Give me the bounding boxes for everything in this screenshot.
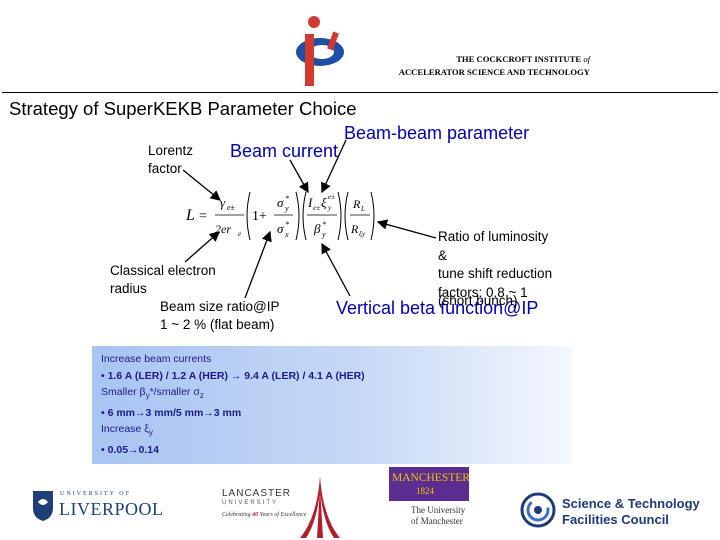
liverpool-logo: UNIVERSITY OF LIVERPOOL (32, 488, 163, 528)
lancaster-logo: LANCASTER UNIVERSITY Celebrating 40 Year… (222, 488, 307, 518)
summary-line-3: Smaller βy*/smaller σz (101, 386, 204, 401)
luminosity-formula: L = γ e± 2er e 1+ σ * y σ * x I e± ξ e± … (186, 191, 375, 241)
beam-beam-label: Beam-beam parameter (344, 123, 530, 143)
stfc-logo: Science & Technology Facilities Council (520, 492, 710, 532)
ratio-label: Ratio of luminosity & tune shift reducti… (438, 229, 553, 308)
svg-text:y: y (284, 204, 289, 213)
svg-text:x: x (284, 230, 289, 239)
svg-text:=: = (199, 209, 207, 224)
svg-text:R: R (350, 222, 359, 236)
slide-title: Strategy of SuperKEKB Parameter Choice (9, 98, 357, 119)
institute-name: THE COCKCROFT INSTITUTE of ACCELERATOR S… (398, 54, 590, 77)
svg-text:*: * (285, 194, 289, 203)
svg-text:β: β (313, 221, 321, 236)
summary-line-5: Increase ξy (101, 423, 153, 438)
summary-line-2: • 1.6 A (LER) / 1.2 A (HER) → 9.4 A (LER… (101, 369, 365, 382)
summary-line-4: • 6 mm→3 mm/5 mm→3 mm (101, 406, 242, 419)
svg-text:e±: e± (313, 204, 320, 212)
svg-text:R: R (352, 197, 361, 211)
svg-text:ξ: ξ (321, 195, 327, 210)
summary-box: Increase beam currents • 1.6 A (LER) / 1… (92, 346, 572, 464)
svg-text:ξy: ξy (359, 230, 366, 238)
manchester-badge: MANCHESTER 1824 (389, 467, 470, 501)
summary-line-1: Increase beam currents (101, 353, 212, 365)
svg-text:L: L (186, 207, 195, 224)
arrow-vertical-beta (321, 242, 351, 297)
liverpool-crest-icon (33, 491, 53, 521)
svg-text:*: * (285, 220, 289, 229)
svg-text:e±: e± (328, 193, 335, 201)
svg-text:1+: 1+ (252, 209, 267, 224)
header-divider (2, 92, 718, 93)
stfc-swirl-icon (520, 492, 556, 528)
cockcroft-logo (296, 16, 344, 86)
svg-text:e±: e± (227, 203, 236, 212)
svg-text:*: * (322, 220, 326, 229)
svg-text:2er: 2er (215, 222, 231, 236)
svg-text:σ: σ (277, 195, 284, 210)
svg-text:e: e (238, 230, 241, 238)
summary-line-6: • 0.05→0.14 (101, 443, 159, 456)
svg-text:I: I (307, 195, 313, 210)
vertical-beta-label: Vertical beta function@IP (336, 298, 539, 318)
arrow-ratio (376, 219, 437, 239)
red-pillar-icon (300, 476, 340, 538)
svg-text:L: L (360, 205, 365, 213)
svg-text:σ: σ (277, 221, 284, 236)
svg-text:y: y (321, 230, 326, 239)
svg-text:y: y (327, 204, 332, 212)
svg-text:γ: γ (220, 195, 226, 210)
beam-current-label: Beam current (230, 141, 339, 161)
manchester-logo: MANCHESTER 1824 The University of Manche… (389, 467, 470, 539)
